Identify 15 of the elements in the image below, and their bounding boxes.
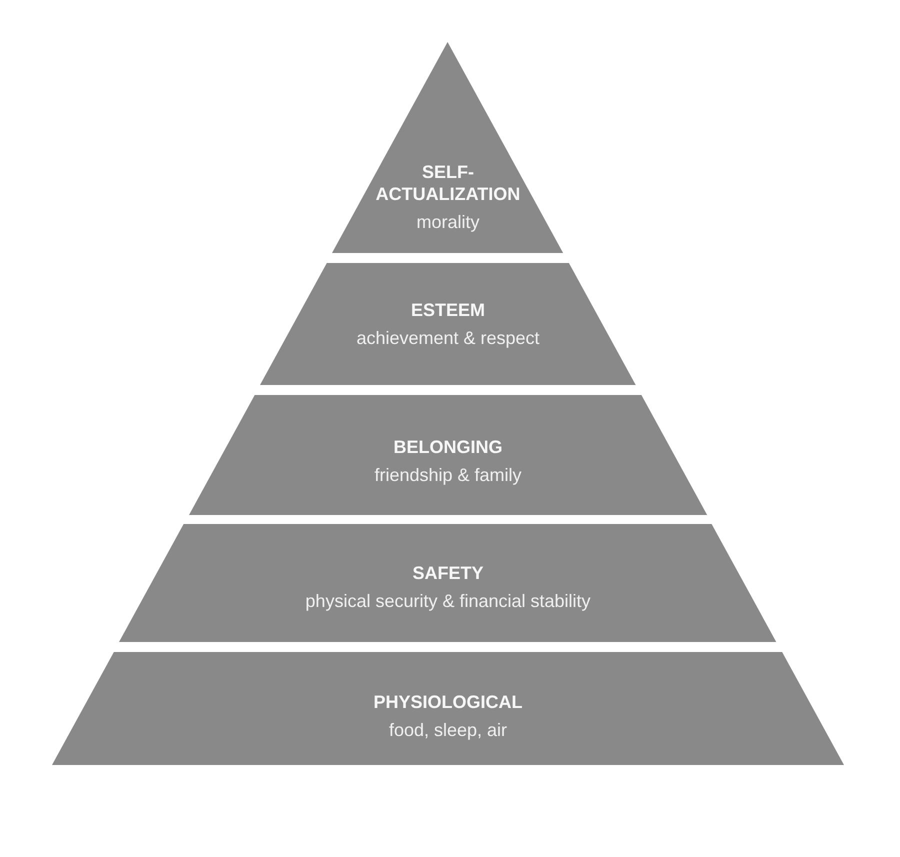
tier-description: physical security & financial stability: [305, 590, 591, 612]
tier-title: SELF- ACTUALIZATION: [374, 161, 522, 205]
pyramid-apex-tier: [332, 42, 564, 253]
tier-description: friendship & family: [374, 464, 522, 486]
tier-title: BELONGING: [393, 436, 502, 458]
tier-title: PHYSIOLOGICAL: [373, 691, 522, 713]
tier-description: achievement & respect: [356, 327, 540, 349]
tier-title: ESTEEM: [410, 299, 485, 321]
tier-description: food, sleep, air: [388, 719, 508, 741]
pyramid-tier: [188, 395, 708, 515]
pyramid-tier: [52, 652, 844, 765]
pyramid-tier: [119, 524, 777, 642]
tier-title: SAFETY: [412, 562, 484, 584]
pyramid-tier: [260, 263, 636, 385]
tier-description: morality: [416, 211, 480, 233]
